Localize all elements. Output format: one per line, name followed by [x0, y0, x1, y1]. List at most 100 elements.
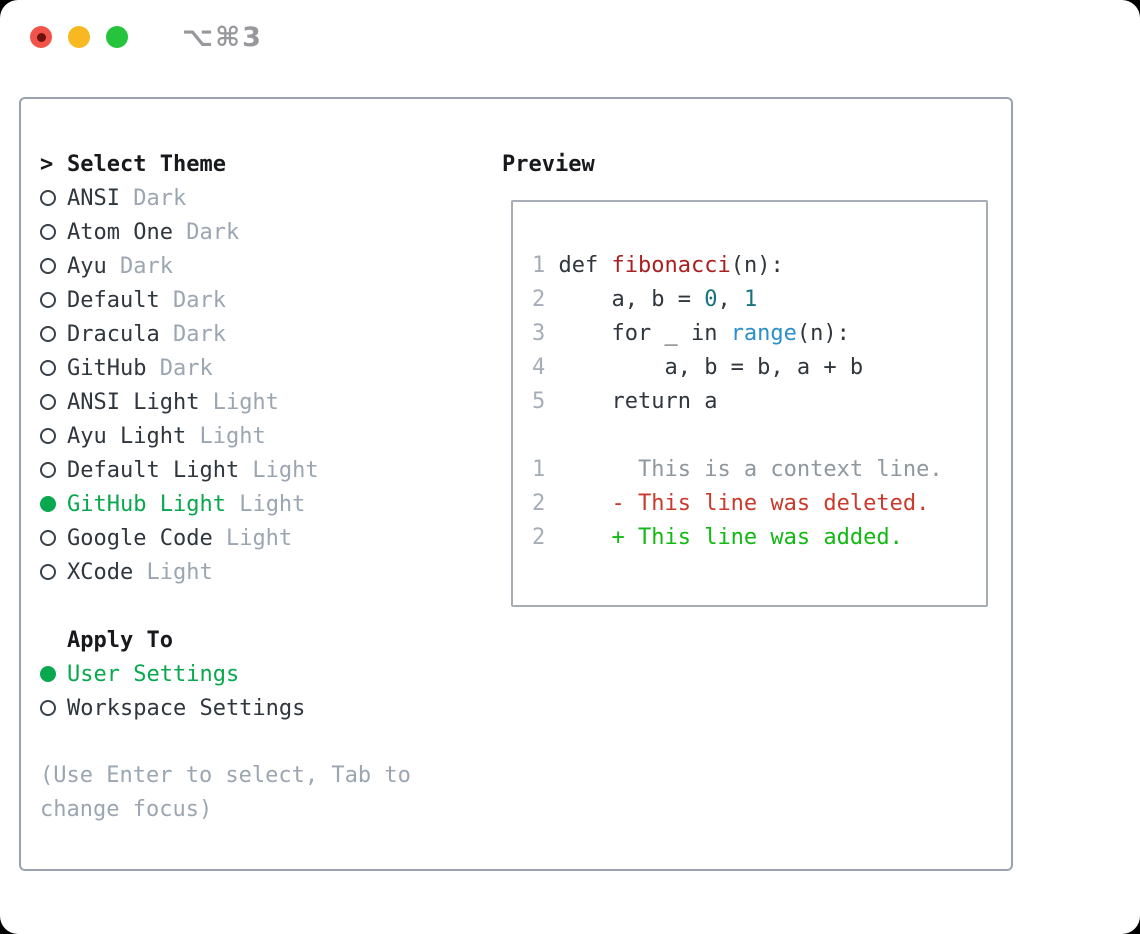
code-segment-code: , — [717, 287, 744, 312]
theme-variant: Light — [212, 525, 293, 551]
code-segment-code: a, b = b, a + b — [558, 355, 864, 380]
code-line: 5 return a — [532, 385, 986, 419]
radio-unselected-icon — [40, 700, 67, 716]
line-number: 1 — [532, 253, 559, 278]
close-button[interactable] — [30, 26, 52, 48]
code-segment-builtin: range — [730, 321, 797, 346]
minimize-button[interactable] — [68, 26, 90, 48]
spacer — [40, 589, 502, 623]
theme-name: Ayu — [67, 253, 107, 279]
theme-option-ayu-light[interactable]: Ayu Light Light — [40, 419, 502, 453]
radio-selected-icon — [40, 666, 67, 682]
code-segment-code: def — [558, 253, 612, 278]
theme-name: Ayu Light — [67, 423, 187, 449]
code-line: 2 - This line was deleted. — [532, 487, 986, 521]
select-theme-header: > Select Theme — [40, 147, 502, 181]
window-shortcut-label: ⌥⌘3 — [182, 21, 263, 53]
radio-selected-icon — [40, 496, 67, 512]
code-segment-code: for _ in — [558, 321, 731, 346]
theme-name: Default — [67, 287, 160, 313]
line-number: 5 — [532, 389, 559, 414]
select-theme-title: Select Theme — [67, 151, 226, 177]
code-segment-num: 0 — [704, 287, 718, 312]
code-line: 2 + This line was added. — [532, 521, 986, 555]
theme-variant: Dark — [146, 355, 213, 381]
apply-option-user-settings[interactable]: User Settings — [40, 657, 502, 691]
line-number: 1 — [532, 457, 559, 482]
prompt-chevron-icon: > — [40, 151, 54, 177]
line-number: 4 — [532, 355, 559, 380]
theme-variant: Light — [225, 491, 306, 517]
radio-unselected-icon — [40, 462, 67, 478]
code-segment-del: - This line was deleted. — [558, 491, 930, 516]
theme-option-ansi[interactable]: ANSI Dark — [40, 181, 502, 215]
theme-option-github-light[interactable]: GitHub Light Light — [40, 487, 502, 521]
theme-option-xcode[interactable]: XCode Light — [40, 555, 502, 589]
theme-option-default-light[interactable]: Default Light Light — [40, 453, 502, 487]
preview-code: 1 def fibonacci(n): 2 a, b = 0, 1 3 for _ … — [532, 249, 986, 555]
apply-to-title: Apply To — [67, 627, 173, 653]
apply-to-header: Apply To — [40, 623, 502, 657]
theme-name: GitHub Light — [67, 491, 226, 517]
code-segment-num: 1 — [743, 287, 758, 312]
titlebar: ⌥⌘3 — [30, 22, 263, 53]
theme-variant: Dark — [119, 185, 187, 211]
theme-option-github[interactable]: GitHub Dark — [40, 351, 502, 385]
apply-option-workspace-settings[interactable]: Workspace Settings — [40, 691, 502, 725]
apply-option-label: User Settings — [67, 661, 240, 687]
line-number: 3 — [532, 321, 559, 346]
theme-variant: Light — [186, 423, 266, 449]
code-line — [532, 419, 986, 453]
theme-variant: Dark — [159, 321, 226, 347]
theme-name: Default Light — [67, 457, 240, 483]
radio-unselected-icon — [40, 394, 67, 410]
radio-unselected-icon — [40, 530, 67, 546]
theme-name: Atom One — [67, 219, 173, 245]
code-line: 3 for _ in range(n): — [532, 317, 986, 351]
theme-name: Dracula — [67, 321, 160, 347]
theme-name: ANSI — [67, 185, 120, 211]
theme-name: XCode — [67, 559, 134, 585]
preview-column: Preview 1 def fibonacci(n): 2 a, b = 0, 1… — [502, 147, 1011, 827]
code-segment-code: a, b = — [558, 287, 705, 312]
code-line: 1 def fibonacci(n): — [532, 249, 986, 283]
code-segment-func: fibonacci — [611, 253, 731, 278]
theme-option-ayu[interactable]: Ayu Dark — [40, 249, 502, 283]
apply-option-label: Workspace Settings — [67, 695, 306, 721]
radio-unselected-icon — [40, 190, 67, 206]
radio-unselected-icon — [40, 292, 67, 308]
line-number: 2 — [532, 525, 559, 550]
code-segment-code: return a — [558, 389, 718, 414]
radio-unselected-icon — [40, 428, 67, 444]
radio-unselected-icon — [40, 258, 67, 274]
radio-unselected-icon — [40, 326, 67, 342]
close-button-dot — [36, 32, 46, 42]
theme-option-dracula[interactable]: Dracula Dark — [40, 317, 502, 351]
radio-unselected-icon — [40, 564, 67, 580]
code-segment-add: + This line was added. — [558, 525, 903, 550]
theme-variant: Light — [239, 457, 319, 483]
zoom-button[interactable] — [106, 26, 128, 48]
code-segment-code: (n): — [730, 253, 784, 278]
theme-name: GitHub — [67, 355, 147, 381]
theme-variant: Light — [133, 559, 213, 585]
theme-variant: Light — [199, 389, 279, 415]
radio-unselected-icon — [40, 224, 67, 240]
theme-option-google-code[interactable]: Google Code Light — [40, 521, 502, 555]
code-segment-ctx: This is a context line. — [558, 457, 943, 482]
theme-option-atom-one[interactable]: Atom One Dark — [40, 215, 502, 249]
theme-option-ansi-light[interactable]: ANSI Light Light — [40, 385, 502, 419]
line-number: 2 — [532, 491, 559, 516]
preview-title: Preview — [502, 151, 595, 177]
preview-box: 1 def fibonacci(n): 2 a, b = 0, 1 3 for _ … — [511, 200, 988, 607]
theme-option-default[interactable]: Default Dark — [40, 283, 502, 317]
theme-variant: Dark — [159, 287, 226, 313]
help-text: (Use Enter to select, Tab to change focu… — [40, 763, 411, 822]
radio-unselected-icon — [40, 360, 67, 376]
code-line: 1 This is a context line. — [532, 453, 986, 487]
